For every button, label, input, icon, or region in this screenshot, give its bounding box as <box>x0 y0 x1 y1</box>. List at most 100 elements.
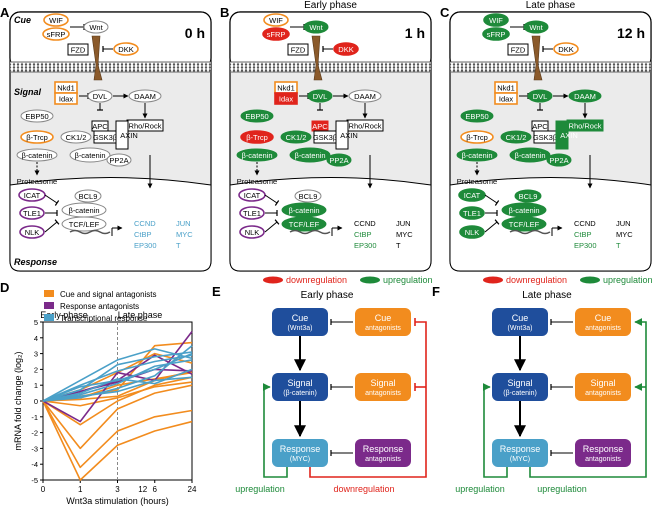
node-label: β-catenin <box>242 151 273 160</box>
inhibition-line <box>44 221 58 233</box>
node-label: DAAM <box>574 92 596 101</box>
node-tle1: TLE1 <box>459 206 485 220</box>
node-tcf: TCF/LEF <box>501 216 547 232</box>
box-shape <box>272 373 328 401</box>
node-rho: Rho/Rock <box>566 119 604 132</box>
node-icat: ICAT <box>238 188 266 202</box>
node-shape <box>494 92 518 105</box>
node-shape <box>348 89 382 103</box>
node-daam: DAAM <box>568 89 602 103</box>
node-label: EBP50 <box>465 112 488 121</box>
node-label: PP2A <box>109 156 128 165</box>
node-label: β-catenin <box>75 151 106 160</box>
receptor <box>531 35 543 81</box>
node-nlk: NLK <box>459 225 485 239</box>
membrane <box>450 62 651 72</box>
node-dvl: DVL <box>87 89 113 103</box>
node-bcl9: BCL9 <box>294 189 322 203</box>
gene: T <box>396 241 401 250</box>
node-label: DKK <box>338 45 353 54</box>
loop-label: downregulation <box>333 484 394 494</box>
box-subtitle: antagonists <box>585 390 621 397</box>
node-label: NLK <box>245 228 260 237</box>
x-tick-label: 24 <box>188 485 197 494</box>
receptor <box>311 35 323 81</box>
node-shape <box>459 206 485 220</box>
node-tle1: TLE1 <box>239 206 265 220</box>
node-axin <box>555 120 569 150</box>
box-signal: Signal(β-catenin) <box>272 373 328 401</box>
node-label: PP2A <box>329 156 348 165</box>
node-shape <box>16 148 58 162</box>
node-daam: DAAM <box>128 89 162 103</box>
annotation: Late phase <box>118 310 163 320</box>
phase-title: Early phase <box>304 0 357 11</box>
box-subtitle: (Wnt3a) <box>288 325 313 332</box>
gene: CCND <box>354 219 376 228</box>
node-label: GSK3β <box>93 133 118 142</box>
node-shape <box>294 189 322 203</box>
box-shape <box>492 373 548 401</box>
node-shape <box>507 43 529 56</box>
node-ck12: CK1/2 <box>60 130 92 144</box>
box-title: Signal <box>507 378 532 388</box>
legend-up: upregulation <box>383 275 433 285</box>
upregulation-loop <box>482 383 508 478</box>
node-tle1: TLE1 <box>19 206 45 220</box>
node-shape <box>239 225 265 239</box>
legend-swatch-up <box>580 276 600 284</box>
node-bcat: β-catenin <box>16 148 58 162</box>
node-ebp50: EBP50 <box>460 109 494 123</box>
node-shape <box>456 148 498 162</box>
node-shape <box>527 89 553 103</box>
node-label: DVL <box>93 92 108 101</box>
dna <box>289 229 331 235</box>
node-idax: Idax <box>54 92 78 105</box>
node-shape <box>240 109 274 123</box>
series-line-blue <box>42 359 193 402</box>
legend-entry: Transcriptional response <box>60 314 148 323</box>
node-label: β-catenin <box>509 206 540 215</box>
node-label: WIF <box>489 16 503 25</box>
box-shape <box>575 308 631 336</box>
node-label: sFRP <box>47 30 66 39</box>
node-label: β-catenin <box>69 206 100 215</box>
node-icat: ICAT <box>18 188 46 202</box>
series-line-blue <box>42 345 193 402</box>
node-label: sFRP <box>487 30 506 39</box>
box-title: Signal <box>287 378 312 388</box>
legend-up: upregulation <box>603 275 653 285</box>
legend-swatch <box>44 302 54 309</box>
node-nlk: NLK <box>19 225 45 239</box>
node-label: NLK <box>25 228 40 237</box>
node-label: TLE1 <box>463 209 481 218</box>
box-signal: Signal(β-catenin) <box>492 373 548 401</box>
gene: CtBP <box>134 230 152 239</box>
series-line-blue <box>42 354 193 402</box>
gene: CCND <box>134 219 156 228</box>
box-subtitle: antagonists <box>365 325 401 332</box>
node-shape <box>20 109 54 123</box>
box-shape <box>575 373 631 401</box>
downregulation-loop <box>309 321 427 478</box>
node-apc: APC <box>311 120 329 132</box>
nucleus <box>449 177 652 272</box>
node-label: BCL9 <box>79 192 98 201</box>
gene: MYC <box>616 230 633 239</box>
inhibition-bar <box>494 200 500 206</box>
box-subtitle: antagonists <box>365 456 401 463</box>
box-shape <box>355 373 411 401</box>
node-label: APC <box>532 122 548 131</box>
node-idax: Idax <box>494 92 518 105</box>
gene: MYC <box>396 230 413 239</box>
legend-swatch-down <box>263 276 283 284</box>
y-tick-label: -3 <box>31 444 38 453</box>
box-title: Response <box>500 444 541 454</box>
dna <box>69 229 111 235</box>
node-idax: Idax <box>274 92 298 105</box>
